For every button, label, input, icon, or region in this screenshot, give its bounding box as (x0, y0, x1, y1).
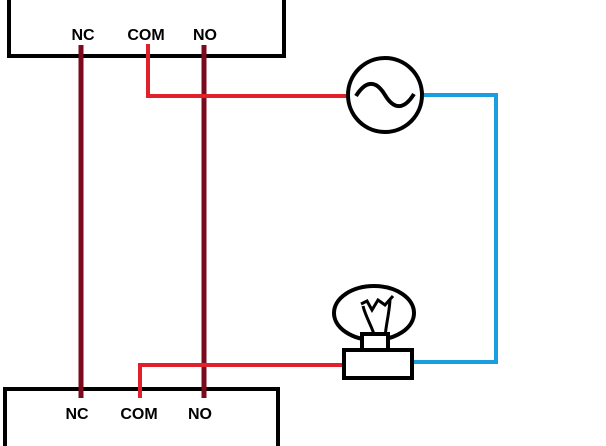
bottom-terminal-nc-label: NC (65, 406, 89, 423)
top-terminal-com-label: COM (127, 27, 164, 44)
live-wire-bottom (138, 363, 344, 398)
top-terminal-no-label: NO (193, 27, 217, 44)
live-wire-top (146, 44, 347, 98)
bottom-terminal-com-label: COM (120, 406, 157, 423)
top-terminal-nc-label: NC (71, 27, 95, 44)
ac-source-icon (346, 56, 424, 134)
light-bulb-icon (332, 284, 416, 380)
bottom-terminal-no-label: NO (188, 406, 212, 423)
neutral-wire (413, 93, 498, 364)
